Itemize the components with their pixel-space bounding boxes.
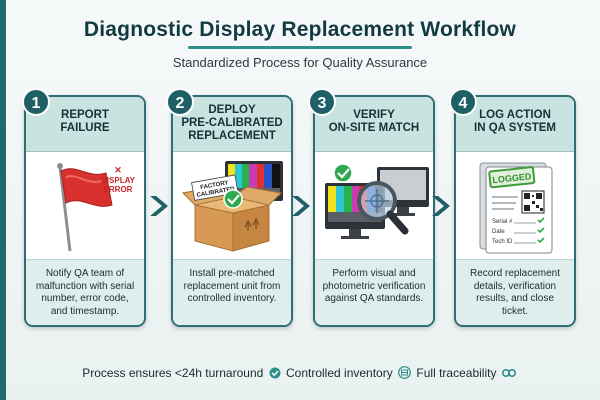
step-3-illustration	[315, 153, 433, 258]
arrow-right-icon	[150, 196, 168, 216]
step-1-illustration: ✕ DISPLAY ERROR	[26, 153, 144, 258]
step-2-card: DEPLOY PRE-CALIBRATED REPLACEMENT	[171, 95, 293, 327]
arrow-right-icon	[432, 196, 450, 216]
footer-inventory: Controlled inventory	[286, 366, 393, 380]
field-serial-label: Serial #	[492, 219, 513, 225]
footer-turnaround: Process ensures <24h turnaround	[82, 366, 264, 380]
check-circle-icon	[269, 367, 281, 379]
logged-stamp: LOGGED	[492, 171, 532, 185]
step-1-number: 1	[22, 88, 50, 116]
red-flag-icon: ✕ DISPLAY ERROR	[57, 163, 136, 252]
step-2-description: Install pre-matched replacement unit fro…	[173, 259, 291, 325]
footer-summary: Process ensures <24h turnaround Controll…	[0, 366, 600, 380]
page-subtitle: Standardized Process for Quality Assuran…	[172, 55, 428, 70]
step-4-card: LOG ACTION IN QA SYSTEM LOGGED	[454, 95, 576, 327]
step-4-illustration: LOGGED Serial # Date Tech ID	[456, 153, 574, 258]
arrow-right-icon	[292, 196, 310, 216]
step-4-title: LOG ACTION IN QA SYSTEM	[474, 109, 556, 134]
error-mark: ✕	[114, 165, 122, 175]
document-icon: LOGGED Serial # Date Tech ID	[479, 162, 553, 254]
field-techid-label: Tech ID	[492, 239, 513, 245]
field-date-label: Date	[492, 229, 505, 235]
step-3-number: 3	[308, 88, 336, 116]
display-error-label-2: ERROR	[104, 185, 133, 194]
step-3-description: Perform visual and photometric verificat…	[315, 259, 433, 325]
magnifier-icon	[325, 163, 429, 239]
inventory-icon	[398, 366, 411, 379]
step-1-title: REPORT FAILURE	[60, 109, 110, 134]
step-4-description: Record replacement details, verification…	[456, 259, 574, 325]
title-underline	[188, 46, 412, 49]
step-2-illustration: FACTORY CALIBRATED	[173, 153, 291, 258]
step-3-card: VERIFY ON-SITE MATCH	[313, 95, 435, 327]
step-2-title: DEPLOY PRE-CALIBRATED REPLACEMENT	[181, 104, 283, 142]
factory-label-1: FACTORY	[200, 180, 229, 191]
page-title: Diagnostic Display Replacement Workflow	[83, 18, 517, 41]
step-2-number: 2	[166, 88, 194, 116]
step-4-number: 4	[449, 88, 477, 116]
box-icon: FACTORY CALIBRATED	[181, 161, 283, 252]
link-icon	[501, 369, 516, 377]
footer-traceability: Full traceability	[416, 366, 497, 380]
step-1-card: REPORT FAILURE ✕ DISPLAY ERROR Notify QA…	[24, 95, 146, 327]
display-error-label-1: DISPLAY	[101, 176, 136, 185]
step-1-description: Notify QA team of malfunction with seria…	[26, 259, 144, 325]
step-3-title: VERIFY ON-SITE MATCH	[328, 109, 420, 134]
